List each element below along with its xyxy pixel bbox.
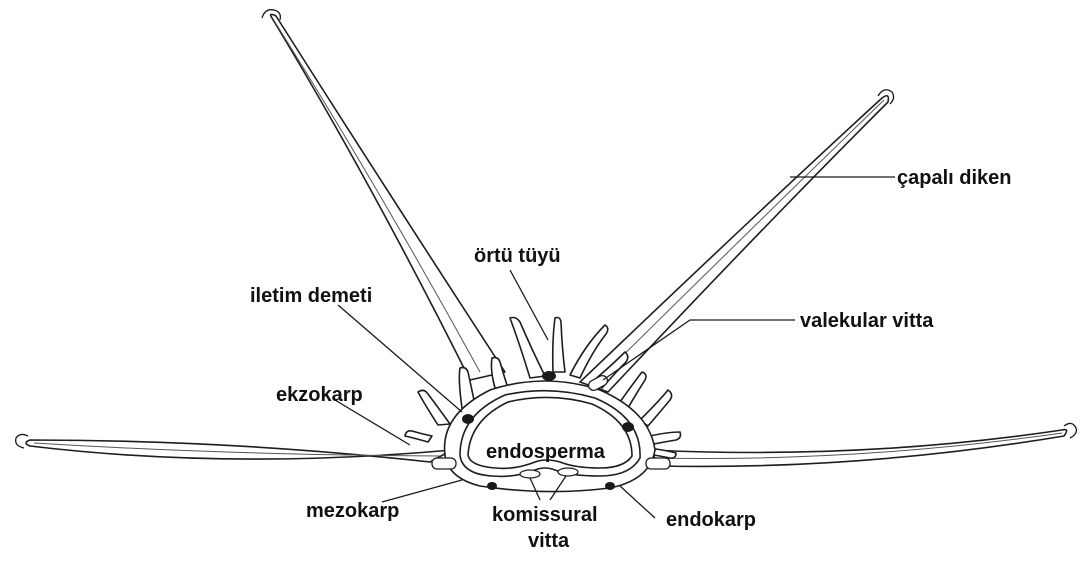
label-iletim-demeti: iletim demeti [250, 285, 372, 307]
label-capali-diken: çapalı diken [897, 167, 1012, 189]
label-komissural-line1: komissural [492, 504, 598, 526]
vascular-bundle [542, 371, 556, 381]
vascular-bundle [487, 482, 497, 490]
label-endokarp: endokarp [666, 509, 756, 531]
spine-right [650, 430, 1067, 467]
vallecular-vitta [432, 458, 456, 469]
vascular-bundle [622, 422, 634, 432]
commissural-vitta-right [558, 468, 578, 476]
spine-upper-left [271, 14, 505, 380]
label-ekzokarp: ekzokarp [276, 384, 363, 406]
spine-left [26, 440, 452, 462]
vallecular-vitta [646, 458, 670, 469]
commissural-vitta-left [520, 470, 540, 478]
label-ortu-tuyu: örtü tüyü [474, 245, 561, 267]
vascular-bundle [605, 482, 615, 490]
label-mezokarp: mezokarp [306, 500, 399, 522]
label-komissural-line2: vitta [528, 530, 570, 552]
label-valekular-vitta: valekular vitta [800, 310, 934, 332]
vascular-bundle [462, 414, 474, 424]
label-endosperma: endosperma [486, 441, 606, 463]
